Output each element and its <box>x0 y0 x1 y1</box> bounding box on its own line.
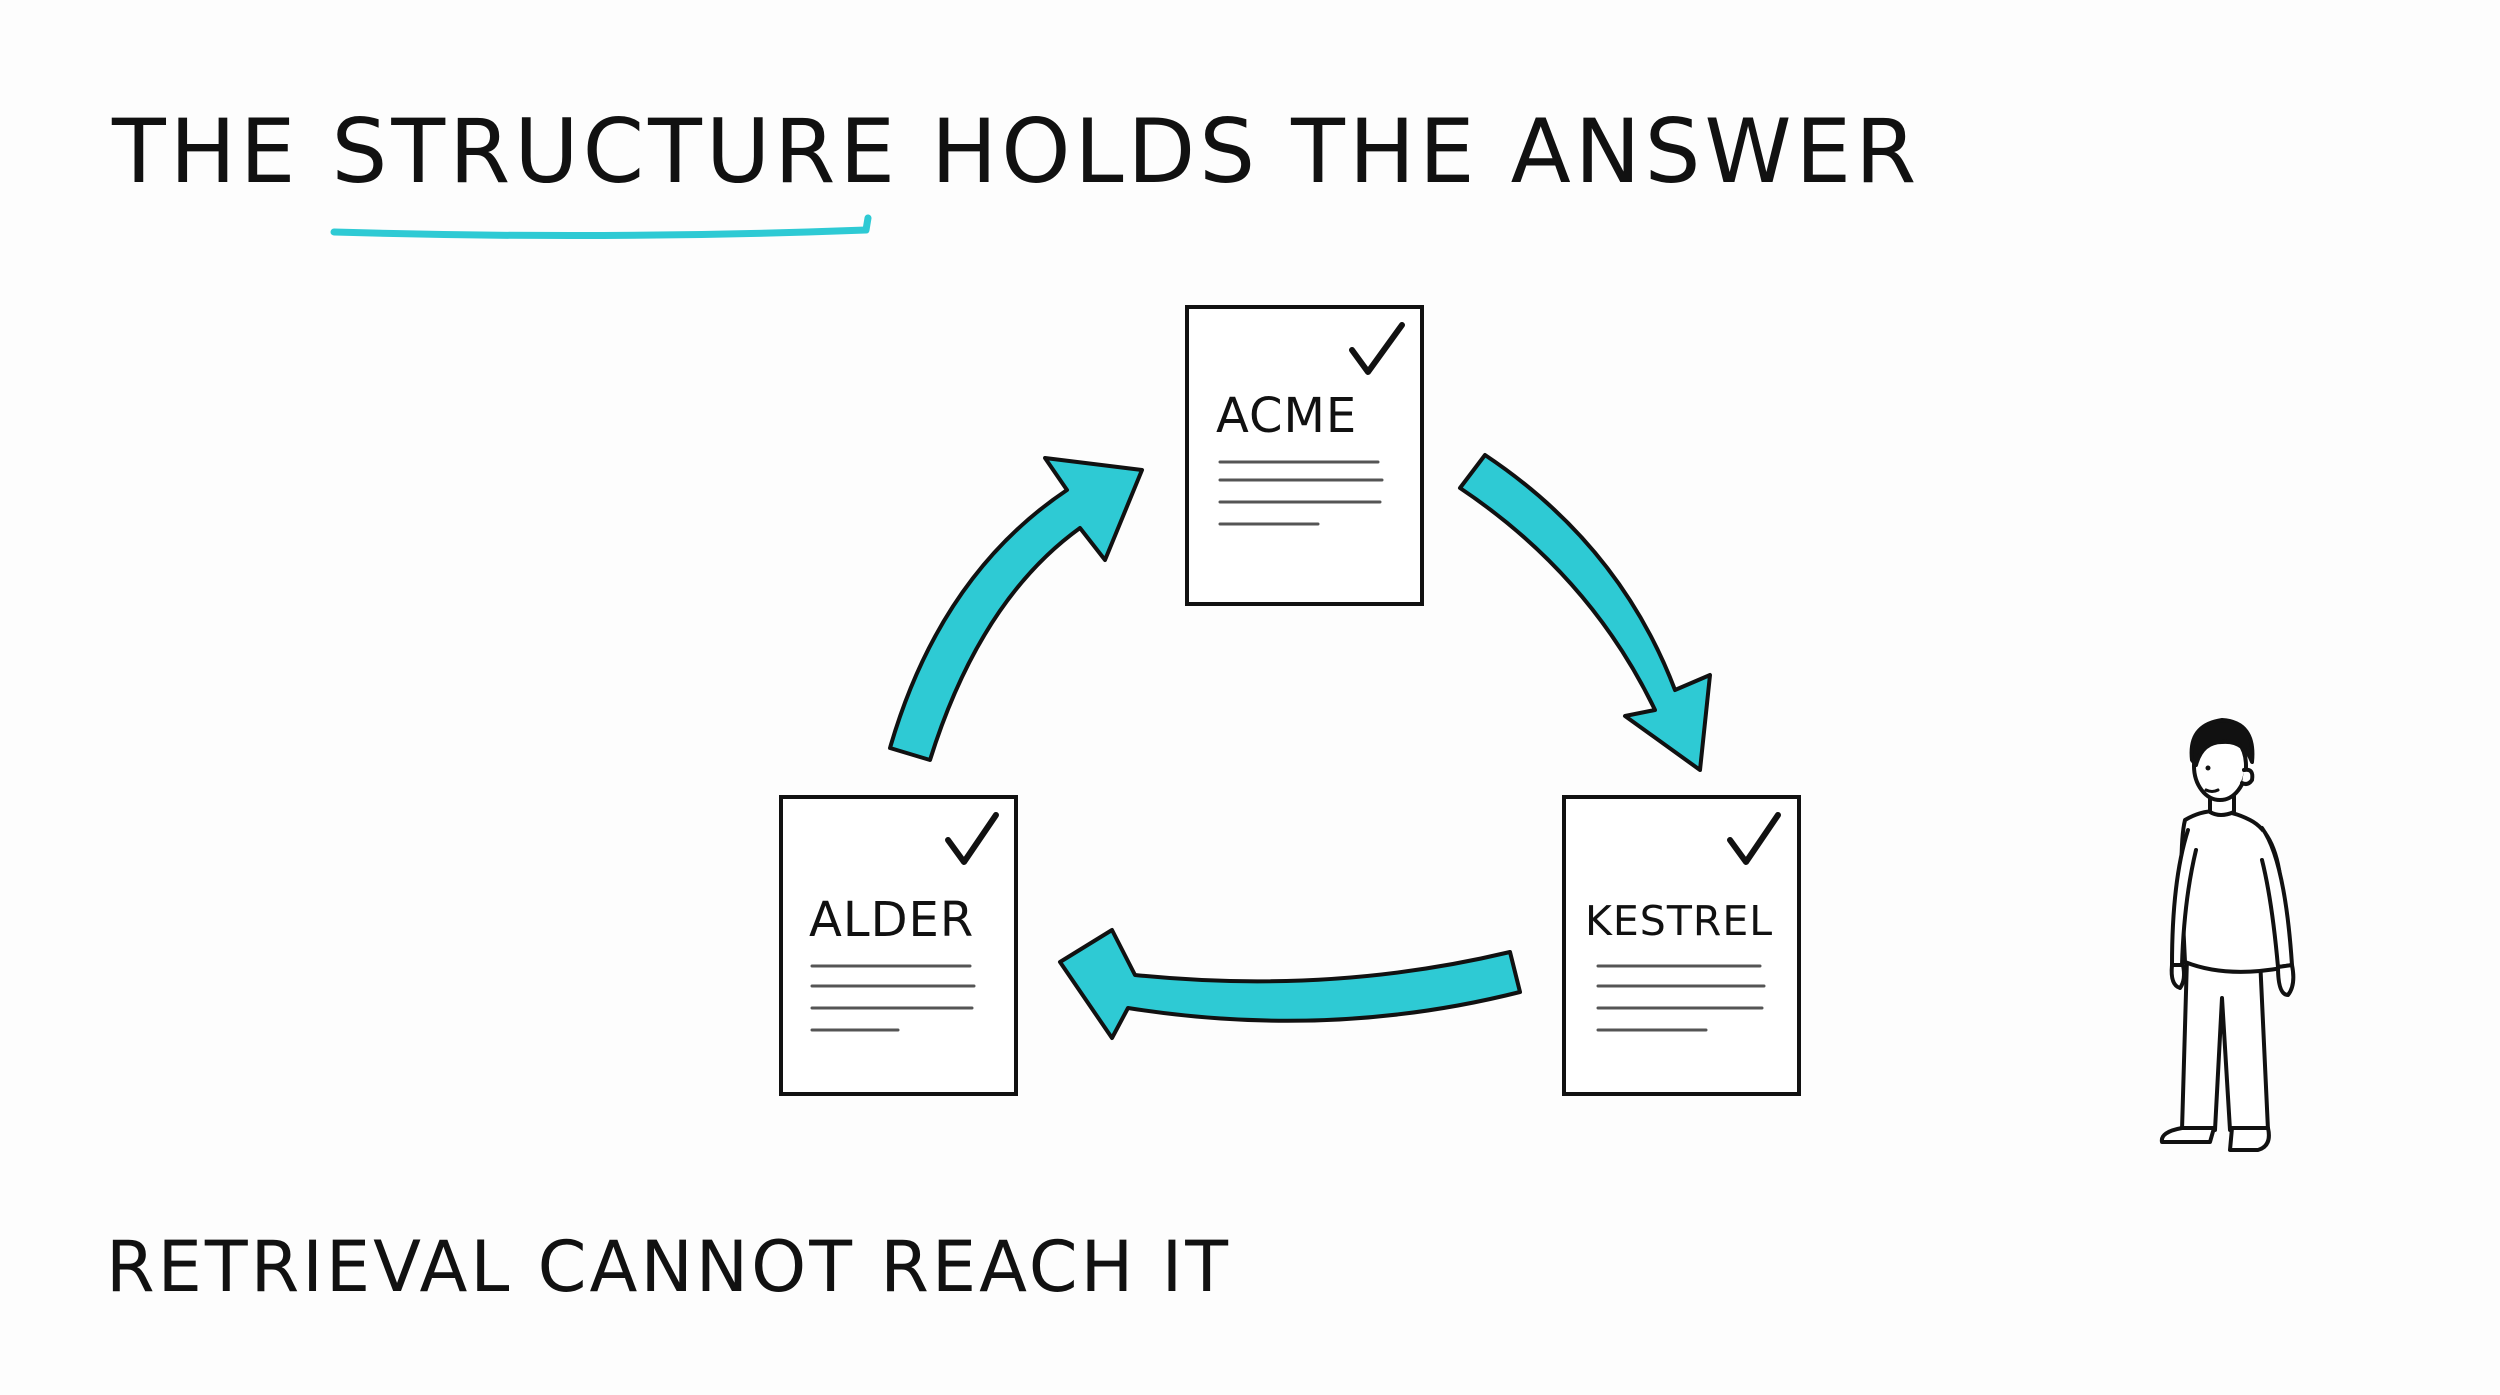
document-label-alder: ALDER <box>809 892 974 948</box>
document-text-lines <box>810 964 976 1032</box>
cycle-arrow-alder-to-acme <box>888 456 1144 762</box>
title-highlight-word: STRUCTURE <box>331 100 900 203</box>
person-illustration <box>2159 718 2296 1152</box>
cycle-arrow-acme-to-kestrel <box>1458 453 1712 772</box>
document-kestrel: KESTREL <box>1562 795 1801 1096</box>
document-label-kestrel: KESTREL <box>1585 897 1773 945</box>
title-underline <box>330 214 872 240</box>
document-text-lines <box>1596 964 1766 1032</box>
document-text-lines <box>1218 460 1384 526</box>
subtitle-caption: RETRIEVAL CANNOT REACH IT <box>106 1226 1231 1308</box>
checkmark-icon <box>1349 322 1405 375</box>
document-alder: ALDER <box>779 795 1018 1096</box>
cycle-arrow-kestrel-to-alder <box>1058 928 1522 1040</box>
page-title: THE STRUCTURE HOLDS THE ANSWER <box>112 108 1920 196</box>
document-acme: ACME <box>1185 305 1424 606</box>
document-page <box>1562 795 1801 1096</box>
title-part-2: HOLDS THE ANSWER <box>931 100 1921 203</box>
title-part-1: THE <box>112 100 300 203</box>
checkmark-icon <box>1727 812 1781 865</box>
document-label-acme: ACME <box>1216 388 1357 444</box>
document-page <box>1185 305 1424 606</box>
checkmark-icon <box>945 812 999 865</box>
